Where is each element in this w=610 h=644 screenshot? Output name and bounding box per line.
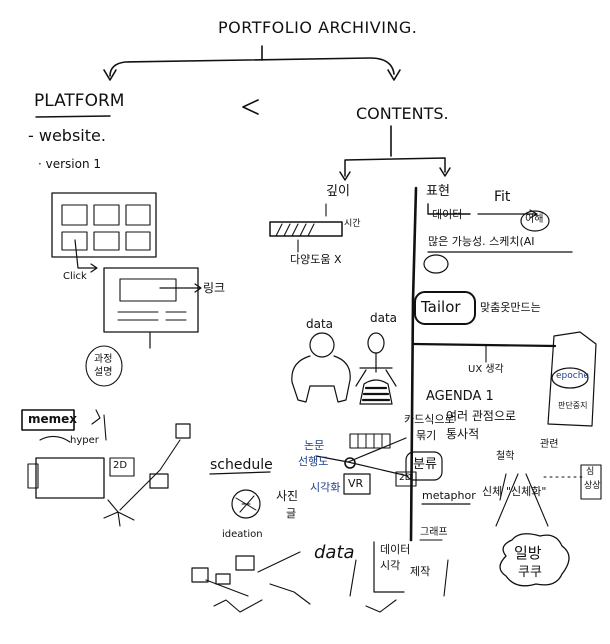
paper-label: 논문 xyxy=(304,439,325,452)
philosophy-label: 철학 xyxy=(496,451,515,462)
two-d-box-left xyxy=(109,457,135,477)
page-title: PORTFOLIO ARCHIVING. xyxy=(218,18,418,37)
depth-bar xyxy=(269,221,343,237)
two-d-label-right: 2D xyxy=(399,473,412,483)
arrow-to-platform xyxy=(103,69,117,81)
data-box xyxy=(373,541,405,593)
tailor-box xyxy=(414,291,476,325)
epoche-label: epoche xyxy=(556,371,589,381)
vr-label: VR xyxy=(348,477,364,490)
click-label: Click xyxy=(63,271,87,282)
memex-screen xyxy=(35,457,105,499)
photo-cluster xyxy=(231,489,261,519)
classify-box xyxy=(405,451,443,481)
process-circle xyxy=(85,345,123,387)
version-label: · version 1 xyxy=(38,157,102,171)
classify-label: 분류 xyxy=(413,457,437,472)
right-note-2: 상상 xyxy=(584,481,601,491)
epoche-sub-label: 판단중지 xyxy=(558,401,588,410)
data-bracket xyxy=(427,203,471,215)
memex-box xyxy=(21,409,75,431)
cloud-label-2: 쿠쿠 xyxy=(518,565,542,580)
data-right-label: data xyxy=(370,311,398,325)
vertical-divider xyxy=(409,186,418,542)
epoche-box xyxy=(547,331,597,427)
ux-label: UX 생각 xyxy=(468,364,504,375)
storyboard-frame xyxy=(191,567,209,583)
figure-right-head xyxy=(367,332,385,354)
visual-label: 시각화 xyxy=(310,481,341,494)
schedule-label: schedule xyxy=(210,457,273,473)
contents-heading: CONTENTS. xyxy=(356,104,449,123)
data-box-line-2: 시각 xyxy=(380,559,401,572)
card-stack xyxy=(349,433,391,449)
research-node xyxy=(344,457,356,469)
platform-underline xyxy=(35,115,111,118)
metaphor-label: metaphor xyxy=(422,489,476,502)
agenda-line-2: 통사적 xyxy=(446,427,480,441)
process-label-1: 과정 xyxy=(94,354,113,365)
data-box-line-1: 데이터 xyxy=(380,543,411,556)
click-arrow xyxy=(74,239,97,269)
title-branch-curve xyxy=(109,57,395,77)
two-d-label-left: 2D xyxy=(113,460,128,471)
website-wireframe-grid xyxy=(51,192,157,258)
memex-label: memex xyxy=(28,412,78,426)
figure-right-body xyxy=(355,352,397,405)
depth-sub-label: 다양도움 X xyxy=(290,253,342,266)
process-label-2: 설명 xyxy=(94,367,113,378)
understand-label: 이해 xyxy=(525,214,544,225)
group-label: 카드식으로 xyxy=(404,413,455,426)
depth-label: 깊이 xyxy=(326,184,350,199)
tailor-label: Tailor xyxy=(421,298,461,316)
ideation-label: ideation xyxy=(222,529,263,540)
tailor-note: 맞춤옷만드는 xyxy=(480,301,541,314)
body-label: 신체 xyxy=(482,485,503,498)
agenda-line-1: 여러 관점으로 xyxy=(446,409,517,423)
right-note-1: 심 xyxy=(586,467,595,477)
depth-bar-label: 시간 xyxy=(344,219,361,229)
data-script-label: data xyxy=(314,542,355,563)
expression-data: 데이터 xyxy=(432,208,463,221)
platform-heading: PLATFORM xyxy=(34,91,125,111)
text-writing-label: 글 xyxy=(286,507,297,520)
figure-left-head xyxy=(309,332,335,358)
hyper-label: hyper xyxy=(70,435,99,446)
body-quote: "신체화" xyxy=(506,485,547,498)
data-left-label: data xyxy=(306,317,334,331)
group-label-2: 묶기 xyxy=(416,429,437,442)
website-label: - website. xyxy=(28,126,106,145)
contents-branch xyxy=(344,157,446,177)
graphic-label: 그래프 xyxy=(420,527,448,538)
ux-line xyxy=(412,342,557,348)
photo-label: 사진 xyxy=(276,489,299,503)
cloud-label-1: 일방 xyxy=(514,544,542,562)
fit-label: Fit xyxy=(494,189,511,205)
reference-label: 선행도 xyxy=(298,455,329,468)
agenda-title: AGENDA 1 xyxy=(426,389,494,404)
link-label: 링크 xyxy=(203,281,226,295)
left-chevron xyxy=(242,99,259,115)
relation-label: 관련 xyxy=(540,439,559,450)
figure-left-body xyxy=(291,355,351,403)
cloud-shape xyxy=(499,533,570,587)
possibility-line: 많은 가능성. 스케치(AI xyxy=(428,235,535,248)
expression-label: 표현 xyxy=(426,184,450,199)
analysis-label: 제작 xyxy=(410,565,431,578)
arrow-to-contents xyxy=(387,69,401,81)
website-wireframe-detail xyxy=(103,267,199,333)
understand-circle xyxy=(520,210,550,232)
